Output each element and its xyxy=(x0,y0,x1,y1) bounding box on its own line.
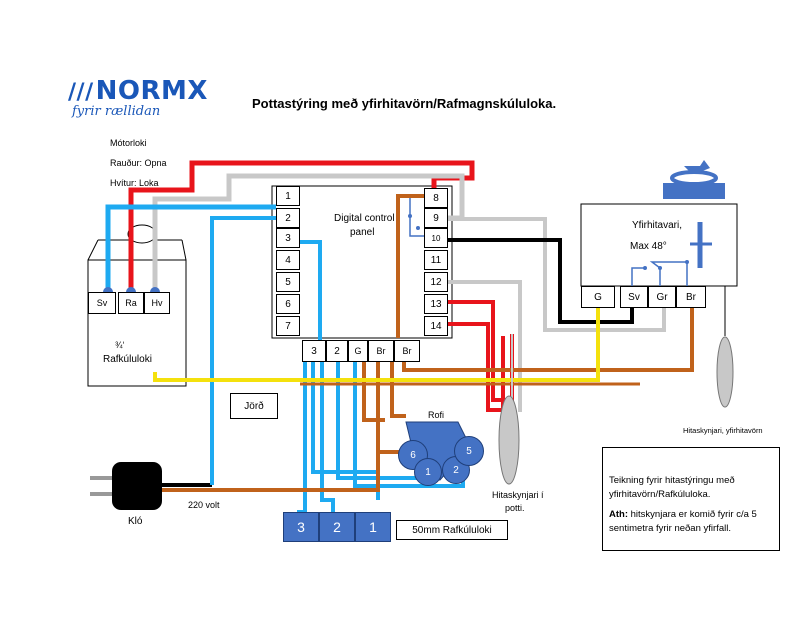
valve-50-terminal-1: 1 xyxy=(355,512,391,542)
valve-50-terminal-2: 2 xyxy=(319,512,355,542)
circulation-icon xyxy=(663,160,725,199)
wire-yellow-ground xyxy=(153,308,600,382)
overheat-terminal-br: Br xyxy=(676,286,706,308)
controller-terminal-11: 11 xyxy=(424,250,448,270)
valve-terminal-ra: Ra xyxy=(118,292,144,314)
controller-terminal-7: 7 xyxy=(276,316,300,336)
controller-terminal-4: 4 xyxy=(276,250,300,270)
pot-sensor-label-1: Hitaskynjari í xyxy=(492,490,544,500)
switch-pin-5: 5 xyxy=(454,436,484,466)
controller-terminal-9: 9 xyxy=(424,208,448,228)
overheat-title: Yfirhitavari, xyxy=(632,220,683,231)
valve-50-label: 50mm Rafkúluloki xyxy=(396,520,508,540)
note-attention-text: hitskynjara er komið fyrir c/a 5 sentime… xyxy=(609,509,757,534)
switch-pin-1: 1 xyxy=(414,458,442,486)
overheat-sensor-label: Hitaskynjari, yfirhitavörn xyxy=(683,426,763,435)
controller-terminal-6: 6 xyxy=(276,294,300,314)
pot-sensor-label-2: potti. xyxy=(505,503,525,513)
controller-bottom-br1: Br xyxy=(368,340,394,362)
controller-terminal-2: 2 xyxy=(276,208,300,228)
plug-icon xyxy=(90,462,162,510)
controller-terminal-13: 13 xyxy=(424,294,448,314)
switch-title: Rofi xyxy=(428,410,445,420)
note-box: Teikning fyrir hitastýringu með yfirhita… xyxy=(602,447,780,551)
diagram-title: Pottastýring með yfirhitavörn/Rafmagnskú… xyxy=(252,96,557,111)
overheat-sensor-icon xyxy=(716,286,734,408)
valve-50-terminal-3: 3 xyxy=(283,512,319,542)
valve-3-4-box xyxy=(87,259,187,387)
controller-bottom-3: 3 xyxy=(302,340,326,362)
note-paragraph-2: Ath: hitskynjara er komið fyrir c/a 5 se… xyxy=(609,508,779,536)
overheat-terminal-g: G xyxy=(581,286,615,308)
wire-blue-valve xyxy=(105,204,276,302)
controller-terminal-8: 8 xyxy=(424,188,448,208)
controller-body xyxy=(271,185,453,339)
plug-label: Kló xyxy=(128,516,143,527)
voltage-label: 220 volt xyxy=(188,500,220,510)
wire-brown-overheat xyxy=(402,308,694,372)
controller-label-1: Digital control xyxy=(334,213,395,224)
controller-bottom-br2: Br xyxy=(394,340,420,362)
note-attention: Ath: xyxy=(609,509,628,520)
wire-black-overheat xyxy=(446,238,634,324)
controller-terminal-12: 12 xyxy=(424,272,448,292)
overheat-max: Max 48° xyxy=(630,241,667,252)
wire-brown-switch xyxy=(376,362,406,454)
motor-legend-line3: Hvítur: Loka xyxy=(110,178,159,188)
wire-blue-50-2 xyxy=(320,362,335,512)
wire-blue-supply xyxy=(210,216,276,485)
controller-terminal-5: 5 xyxy=(276,272,300,292)
valve-name-label: Rafkúluloki xyxy=(103,354,152,365)
overheat-terminal-sv: Sv xyxy=(620,286,648,308)
controller-bottom-2: 2 xyxy=(326,340,348,362)
overheat-contact xyxy=(649,261,688,286)
controller-terminal-10: 10 xyxy=(424,228,448,248)
brand-logo: ///NORMX xyxy=(68,76,208,106)
motor-legend-line1: Mótorloki xyxy=(110,138,147,148)
brand-slogan: fyrir rællidan xyxy=(72,104,161,119)
motor-legend-line2: Rauður: Opna xyxy=(110,158,167,168)
controller-terminal-3: 3 xyxy=(276,228,300,248)
wire-gray-overheat xyxy=(446,217,666,332)
wire-brown-g xyxy=(362,362,385,422)
valve-terminal-sv: Sv xyxy=(88,292,116,314)
pot-sensor-icon xyxy=(498,334,520,485)
valve-terminal-hv: Hv xyxy=(144,292,170,314)
controller-label-2: panel xyxy=(350,227,375,238)
note-paragraph-1: Teikning fyrir hitastýringu með yfirhita… xyxy=(609,475,735,500)
controller-terminal-14: 14 xyxy=(424,316,448,336)
wire-brown-internal xyxy=(396,194,434,338)
controller-terminal-1: 1 xyxy=(276,186,300,206)
overheat-terminal-gr: Gr xyxy=(648,286,676,308)
valve-box-edge xyxy=(87,239,99,261)
overheat-contact xyxy=(631,267,645,286)
ground-box: Jörð xyxy=(230,393,278,419)
valve-size-label: ¾‘ xyxy=(115,340,125,350)
controller-bottom-g: G xyxy=(348,340,368,362)
valve-box-edge xyxy=(181,239,187,261)
